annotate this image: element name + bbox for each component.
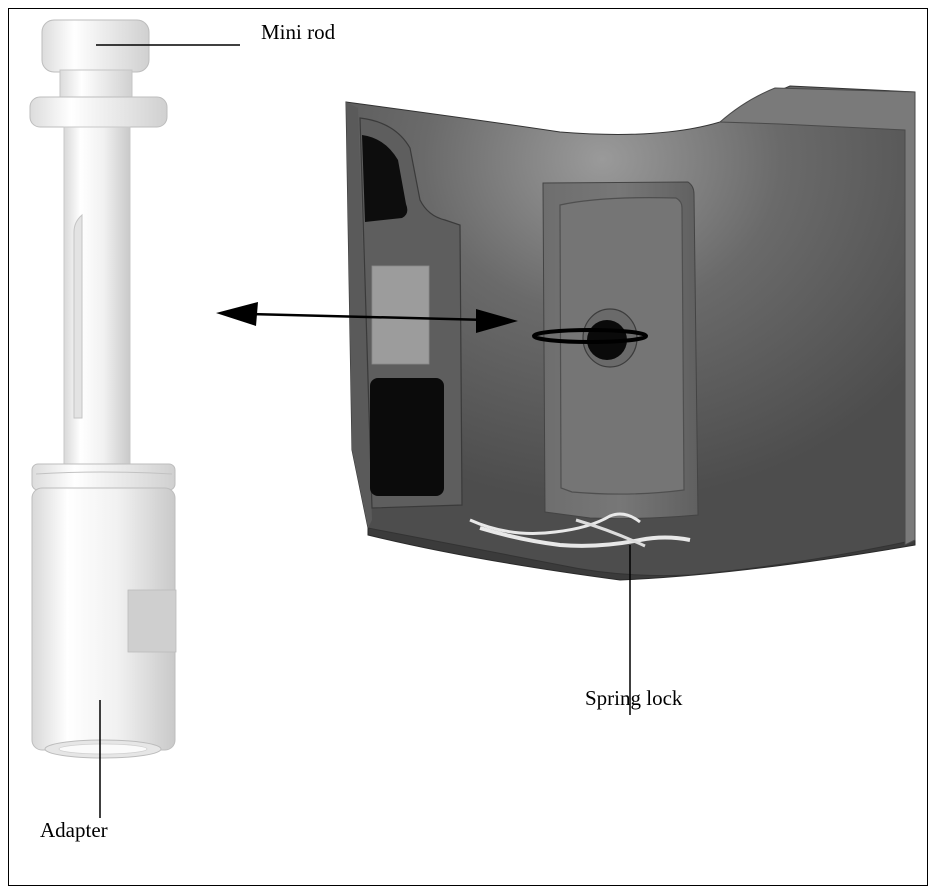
label-mini-rod: Mini rod — [261, 20, 336, 44]
label-adapter: Adapter — [40, 818, 108, 842]
housing-right-block — [718, 87, 916, 546]
double-headed-arrow-icon — [216, 302, 518, 333]
housing-window-top — [362, 135, 408, 222]
adapter-label-patch — [127, 589, 177, 653]
adapter-ring — [31, 463, 176, 491]
rod-collar — [29, 96, 168, 128]
arrow-head-left — [216, 302, 258, 326]
spring-lock-wire-2 — [469, 512, 641, 535]
mount-ring — [532, 328, 648, 344]
housing-label-patch — [371, 265, 430, 365]
spring-lock-wire-1 — [479, 526, 691, 548]
rod-top-cap — [41, 19, 150, 73]
rod-groove — [73, 213, 83, 419]
housing-left-wall — [346, 102, 372, 528]
arrow-head-right — [476, 309, 518, 333]
mount-housing — [345, 85, 916, 581]
label-spring-lock: Spring lock — [585, 686, 683, 710]
mini-rod-assembly — [29, 19, 177, 759]
rod-neck — [59, 69, 133, 99]
housing-window-bottom — [370, 378, 444, 496]
